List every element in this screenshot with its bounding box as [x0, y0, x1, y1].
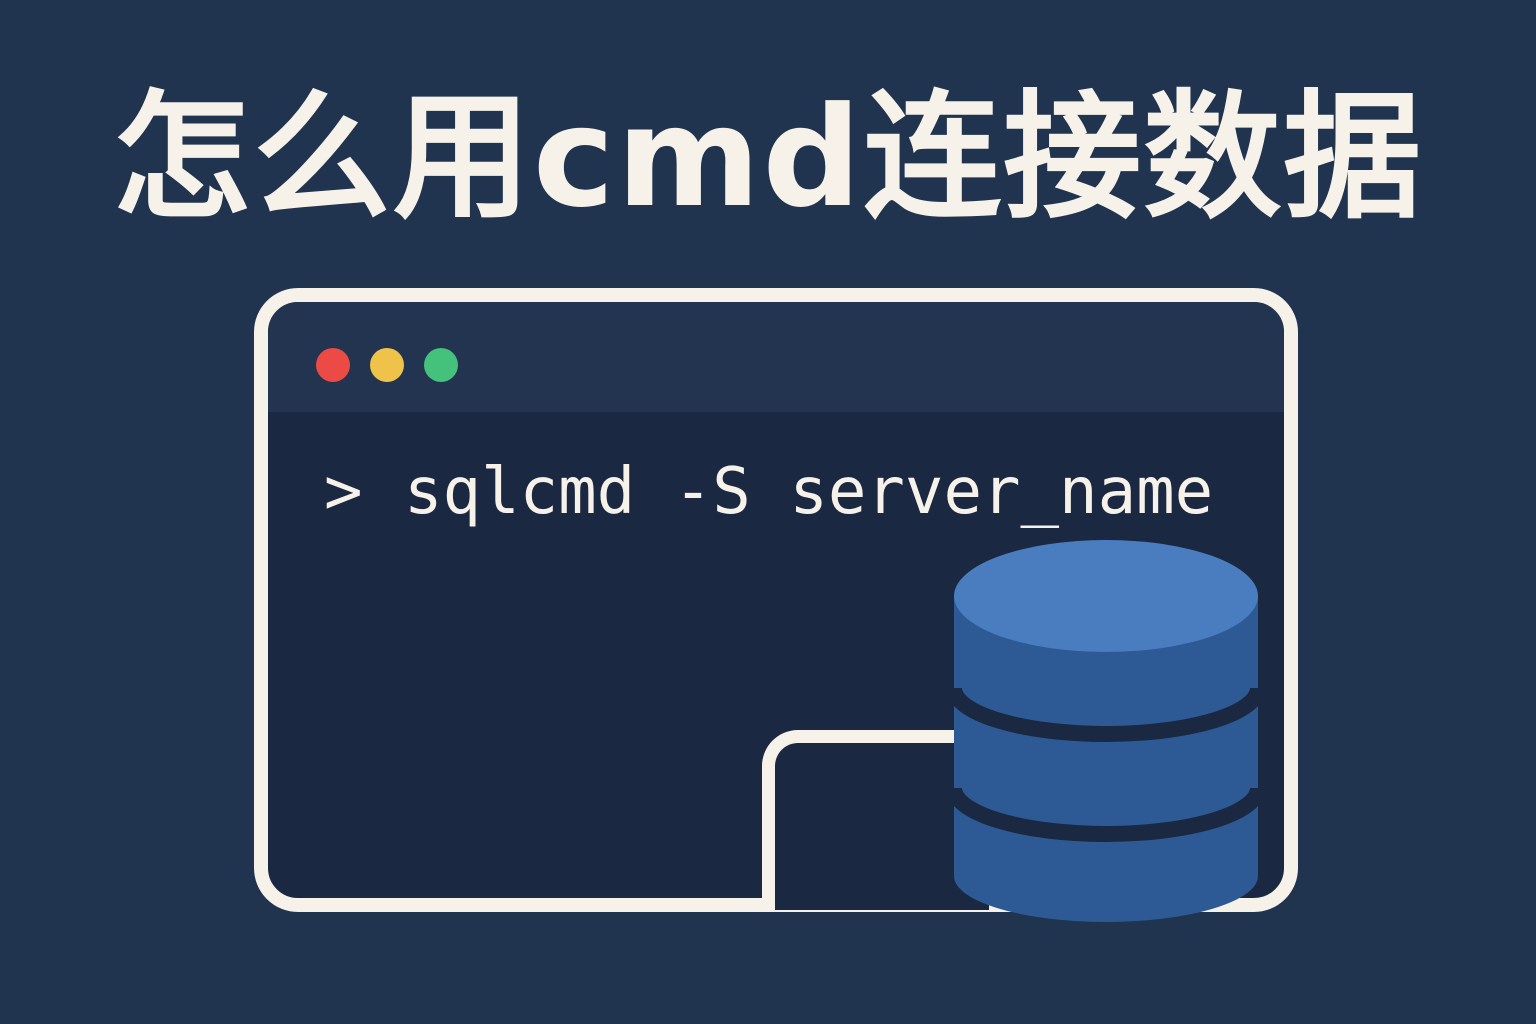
- page-title: 怎么用cmd连接数据: [112, 77, 1424, 238]
- database-cylinder-body: [954, 596, 1258, 922]
- minimize-dot-icon[interactable]: [370, 348, 404, 382]
- terminal-titlebar: [268, 302, 1284, 412]
- command-line: > sqlcmd -S server_name: [324, 452, 1213, 532]
- database-ring-1: [950, 687, 1266, 742]
- maximize-dot-icon[interactable]: [424, 348, 458, 382]
- command-text: sqlcmd -S server_name: [404, 455, 1214, 529]
- database-cylinder-top: [954, 540, 1258, 652]
- database-icon: [950, 540, 1266, 922]
- close-dot-icon[interactable]: [316, 348, 350, 382]
- database-ring-2: [950, 787, 1266, 842]
- prompt-chevron-icon: >: [324, 455, 363, 529]
